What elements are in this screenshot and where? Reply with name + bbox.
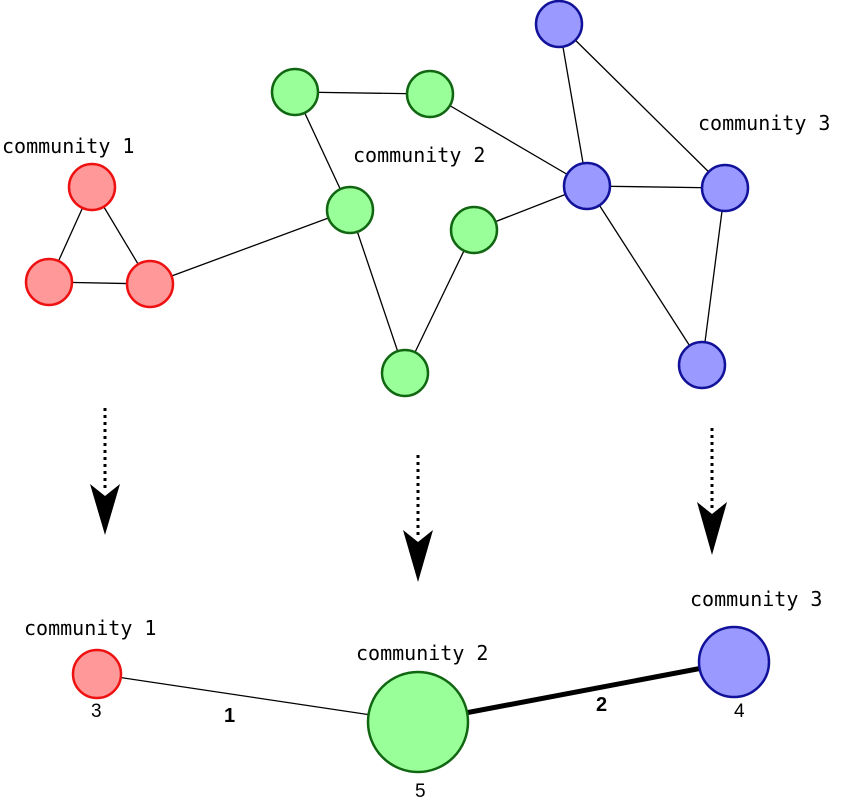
bottom-label-community-2: community 2 [356,641,488,665]
edge-c3-top-right [558,23,726,189]
community-1-nodes [24,162,175,309]
collapsed-node-community-3 [697,625,771,699]
edge-c2-d-e [404,229,475,374]
collapse-arrow-3 [697,428,727,555]
c1-node-right [125,259,175,309]
arrow-3-head [697,502,727,555]
bottom-label-community-1: community 1 [24,616,156,640]
edge-c3-right-bottom [701,187,726,366]
c2-node-b [405,69,455,119]
collapsed-node-community-2 [366,670,470,774]
top-label-community-3: community 3 [698,111,830,135]
arrow-2-head [403,530,433,582]
edge-c1-c2-bridge [149,209,351,285]
original-network-edges [48,23,726,374]
c1-node-left [24,257,74,307]
top-label-community-2: community 2 [353,143,485,167]
c2-node-c [325,185,375,235]
community-2-nodes [270,67,499,398]
arrow-1-head [90,484,120,535]
collapsed-edge-c1-c2 [96,673,419,723]
collapse-arrow-2 [403,455,433,582]
edge-weight-c2-c3: 2 [596,694,607,716]
c3-node-top [534,0,584,49]
collapsed-node-community-1 [71,648,123,700]
collapsed-graph-edges [96,659,735,725]
node-size-community-3: 4 [734,701,745,722]
edge-c2-b-c3-hub [429,93,588,187]
edge-c2-c-d [349,209,406,374]
bottom-label-community-3: community 3 [690,587,822,611]
node-size-community-1: 3 [91,701,102,722]
node-size-community-2: 5 [415,781,426,799]
c3-node-bottom [677,340,727,390]
collapsed-edge-c2-c3 [417,659,735,725]
c3-node-hub [562,161,612,211]
edge-c3-hub-bottom [586,185,703,366]
community-3-nodes [534,0,750,390]
c2-node-a [270,67,320,117]
c2-node-e [449,205,499,255]
c2-node-d [380,348,430,398]
edge-weight-c1-c2: 1 [224,705,235,727]
edge-c3-top-hub [558,23,588,187]
c1-node-top [67,162,117,212]
top-label-community-1: community 1 [2,134,134,158]
collapsed-graph-nodes [71,625,771,774]
c3-node-right [700,163,750,213]
collapse-arrow-1 [90,408,120,535]
